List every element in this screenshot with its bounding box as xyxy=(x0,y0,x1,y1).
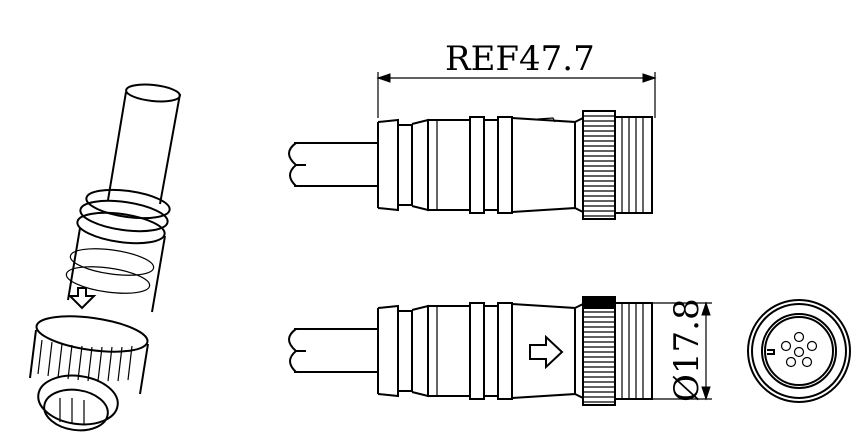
knurl-bottom xyxy=(583,311,615,403)
knurl-iso xyxy=(37,339,133,382)
diameter-dimension-label: Ø17.8 xyxy=(667,298,707,402)
knurl-top xyxy=(583,115,615,217)
length-dimension-label: REF47.7 xyxy=(445,39,595,79)
end-view xyxy=(747,299,851,403)
pin-holes xyxy=(780,331,818,368)
direction-arrow-icon xyxy=(529,334,564,370)
side-view-top: REF47.7 xyxy=(288,39,657,220)
side-view-bottom: Ø17.8 xyxy=(288,296,712,406)
isometric-view xyxy=(29,83,181,432)
